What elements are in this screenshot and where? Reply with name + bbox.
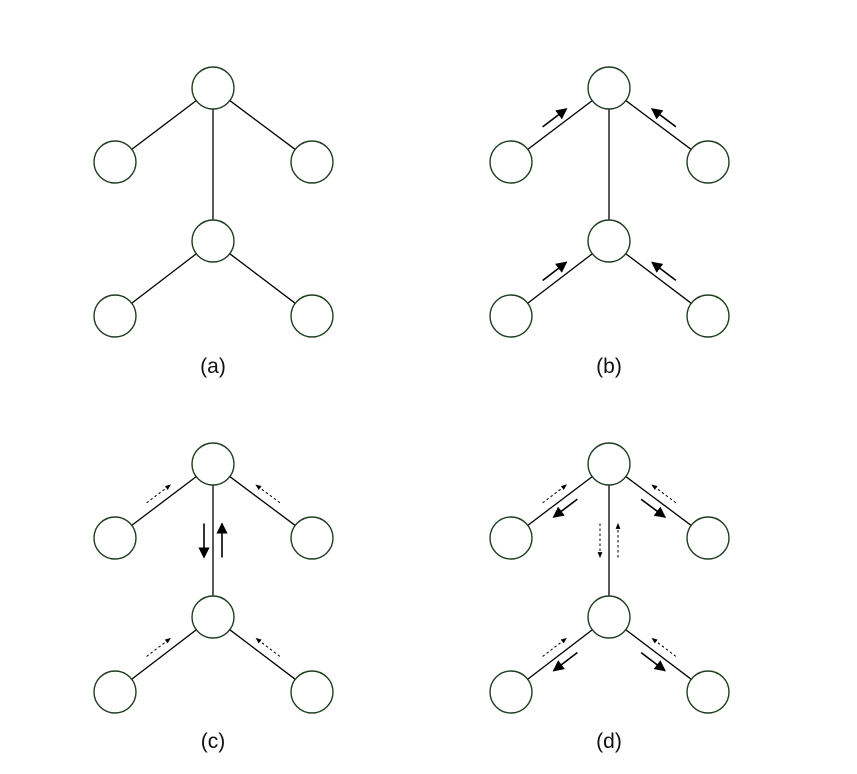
panel-b-node-root: [587, 66, 631, 110]
panel-d-node-upper-right-leaf: [686, 516, 730, 560]
panel-d-label: (d): [596, 730, 622, 753]
panel-d-node-lower-right-leaf: [686, 670, 730, 714]
panel-c-edge-child-lower-left-leaf: [131, 629, 197, 680]
panel-a-node-lower-left-leaf: [93, 294, 137, 338]
panel-b-nodes: [489, 66, 730, 338]
panel-a-node-child: [191, 219, 235, 263]
panel-c-nodes: [93, 442, 334, 714]
panel-c-node-child: [191, 595, 235, 639]
panel-d-message-root-to-upper-right-leaf: [640, 498, 667, 518]
panel-c-edge-child-lower-right-leaf: [229, 629, 296, 680]
panel-d-edge-child-lower-right-leaf: [625, 629, 692, 680]
panel-c-message-upper-left-leaf-to-root: [146, 484, 172, 504]
panel-b-node-upper-left-leaf: [489, 140, 533, 184]
panel-a-edge-child-lower-left-leaf: [131, 253, 197, 304]
panel-d-node-lower-left-leaf: [489, 670, 533, 714]
panel-d-message-child-to-lower-right-leaf: [640, 651, 666, 672]
panel-d-nodes: [489, 442, 730, 714]
panel-b-node-child: [587, 219, 631, 263]
panel-c-node-lower-right-leaf: [290, 670, 334, 714]
panel-b-edge-child-lower-left-leaf: [527, 253, 593, 304]
panel-a-edge-root-upper-right-leaf: [229, 100, 296, 150]
panel-a-edges: [131, 100, 296, 304]
panel-b-message-lower-right-leaf-to-child: [651, 261, 677, 282]
panel-d-edges: [527, 476, 692, 680]
panel-d-node-upper-left-leaf: [489, 516, 533, 560]
panel-a-edge-child-lower-right-leaf: [229, 253, 296, 304]
panel-d-messages: [542, 484, 677, 672]
panel-d: (d): [489, 442, 730, 753]
panel-d-edge-child-lower-left-leaf: [527, 629, 593, 680]
panel-a-nodes: [93, 66, 334, 338]
panel-b-node-lower-left-leaf: [489, 294, 533, 338]
panel-c-messages: [146, 484, 281, 657]
panel-c-edge-root-upper-left-leaf: [131, 476, 197, 526]
panel-c-message-upper-right-leaf-to-root: [255, 484, 281, 504]
panel-b-messages: [542, 108, 677, 282]
panel-c-node-upper-left-leaf: [93, 516, 137, 560]
panel-c-message-lower-right-leaf-to-child: [255, 637, 281, 657]
panel-c-label: (c): [201, 730, 226, 753]
panel-d-message-lower-left-leaf-to-child: [542, 637, 567, 657]
panel-a-node-upper-right-leaf: [290, 140, 334, 184]
panel-b: (b): [489, 66, 730, 378]
panel-d-message-upper-left-leaf-to-root: [542, 484, 568, 504]
panel-d-message-child-to-lower-left-leaf: [552, 651, 578, 672]
panel-a-edge-root-upper-left-leaf: [131, 100, 197, 150]
panel-b-message-upper-left-leaf-to-root: [542, 108, 568, 128]
panel-b-edge-root-upper-left-leaf: [527, 100, 593, 150]
panel-b-message-upper-right-leaf-to-root: [650, 108, 677, 128]
panel-c-message-lower-left-leaf-to-child: [146, 637, 171, 657]
panel-a-node-upper-left-leaf: [93, 140, 137, 184]
panel-a-label: (a): [200, 355, 226, 378]
panel-b-edges: [527, 100, 692, 304]
panel-b-node-upper-right-leaf: [686, 140, 730, 184]
panel-c: (c): [93, 442, 334, 753]
panel-d-message-upper-right-leaf-to-root: [651, 484, 677, 504]
panel-d-message-lower-right-leaf-to-child: [651, 637, 677, 657]
panel-c-edge-root-upper-right-leaf: [229, 476, 296, 526]
panel-c-node-root: [191, 442, 235, 486]
panel-b-edge-root-upper-right-leaf: [625, 100, 692, 150]
panel-d-node-root: [587, 442, 631, 486]
panel-a-node-lower-right-leaf: [290, 294, 334, 338]
panel-c-edges: [131, 476, 296, 680]
panel-c-node-upper-right-leaf: [290, 516, 334, 560]
panel-d-edge-root-upper-left-leaf: [527, 476, 593, 526]
panel-a: (a): [93, 66, 334, 378]
panel-b-edge-child-lower-right-leaf: [625, 253, 692, 304]
panel-c-node-lower-left-leaf: [93, 670, 137, 714]
panel-b-message-lower-left-leaf-to-child: [542, 261, 568, 282]
panel-b-label: (b): [596, 355, 622, 378]
panel-d-message-root-to-upper-left-leaf: [552, 498, 578, 518]
panel-a-node-root: [191, 66, 235, 110]
panel-b-node-lower-right-leaf: [686, 294, 730, 338]
panel-d-node-child: [587, 595, 631, 639]
panel-d-edge-root-upper-right-leaf: [625, 476, 692, 526]
